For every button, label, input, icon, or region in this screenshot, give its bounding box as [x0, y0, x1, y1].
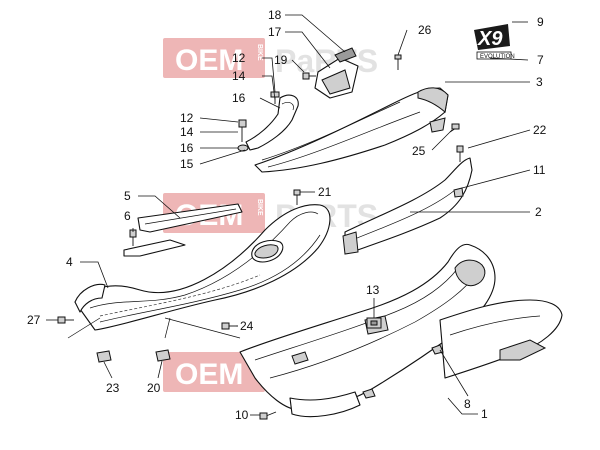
callout-12-top: 12 [232, 51, 246, 65]
part-3-upper-cover [254, 87, 449, 173]
callout-7: 7 [537, 53, 544, 67]
watermark-oem-text: OEM [175, 44, 243, 77]
watermark-top: OEM BIKE PaRTS [163, 38, 378, 79]
part-5-strip [123, 203, 243, 257]
callout-2: 2 [535, 205, 542, 219]
watermark-bike-text: BIKE [256, 199, 263, 216]
part-2-middle-cover [342, 157, 473, 255]
callout-19: 19 [274, 53, 288, 67]
callout-11: 11 [533, 163, 546, 177]
part-11-clip [453, 145, 464, 198]
callout-5: 5 [124, 189, 131, 203]
callout-18: 18 [268, 8, 282, 22]
callout-16-mid: 16 [180, 141, 194, 155]
screw-21 [293, 189, 301, 205]
part-4-left-panel [74, 204, 331, 331]
callout-10: 10 [235, 408, 249, 422]
callout-6: 6 [124, 209, 131, 223]
x9-badge: X9 EVOLUTION [474, 24, 515, 60]
callout-4: 4 [66, 255, 73, 269]
callout-25: 25 [412, 144, 426, 158]
callout-3: 3 [536, 75, 543, 89]
callout-20: 20 [147, 381, 161, 395]
callout-17: 17 [268, 25, 282, 39]
small-parts-bottom-left [57, 316, 277, 420]
leader-lines [46, 14, 531, 416]
callout-15: 15 [180, 157, 194, 171]
callout-27: 27 [27, 313, 41, 327]
callout-14-top: 14 [232, 69, 246, 83]
callout-labels: 18 17 26 9 7 12 14 19 3 16 12 14 16 15 2… [27, 8, 547, 422]
callout-22: 22 [533, 123, 547, 137]
callout-23: 23 [106, 381, 120, 395]
callout-16-top: 16 [232, 91, 246, 105]
badge-sub-text: EVOLUTION [480, 54, 515, 60]
part-13-clip [366, 317, 382, 329]
watermark-oem-text: OEM [175, 358, 243, 391]
callout-1: 1 [481, 407, 488, 421]
part-16-small-bracket [237, 94, 299, 152]
callout-8: 8 [464, 397, 471, 411]
badge-x9-text: X9 [477, 28, 503, 50]
callout-21: 21 [318, 185, 332, 199]
part-17-bracket [314, 47, 359, 99]
callout-24: 24 [240, 319, 254, 333]
callout-12-mid: 12 [180, 111, 194, 125]
callout-14-mid: 14 [180, 125, 194, 139]
watermark-bike-text: BIKE [256, 44, 263, 61]
callout-13: 13 [366, 283, 380, 297]
callout-26: 26 [418, 23, 432, 37]
callout-9: 9 [537, 15, 544, 29]
